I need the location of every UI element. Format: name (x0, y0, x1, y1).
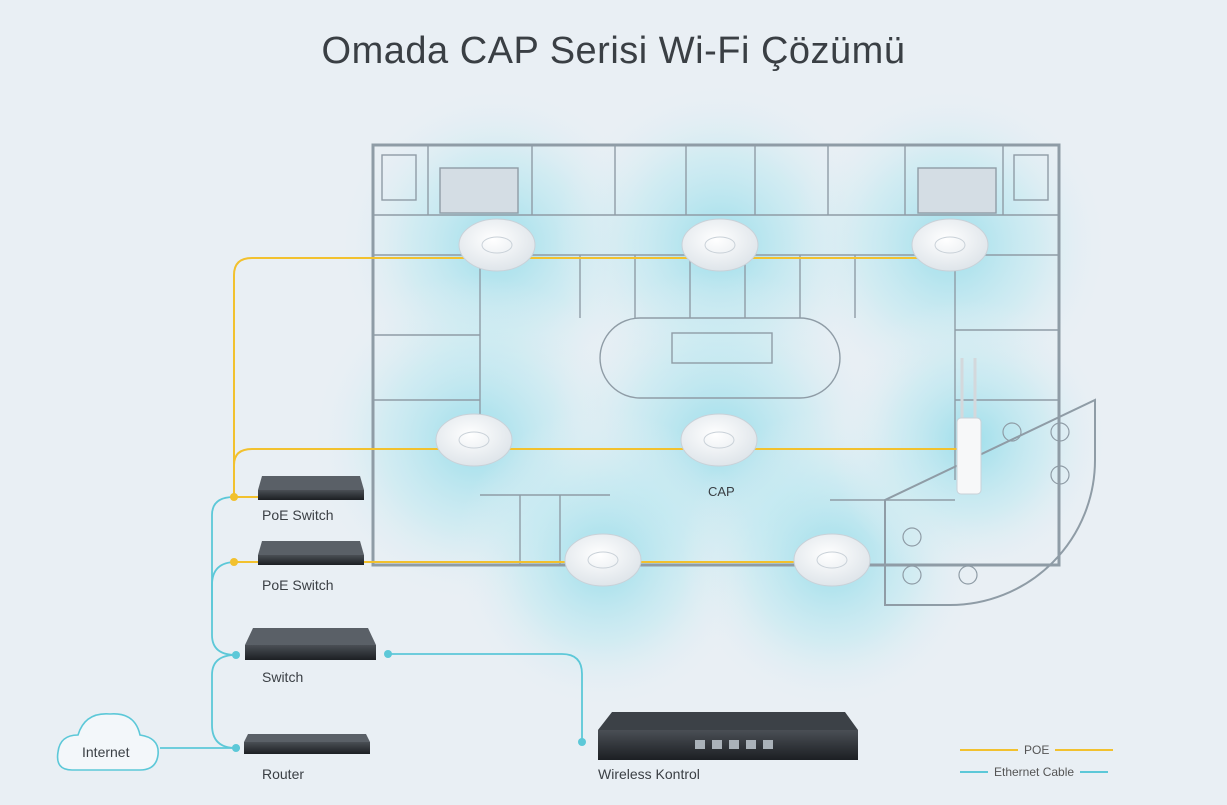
legend-ethernet: Ethernet Cable (960, 765, 1109, 779)
controller-label: Wireless Kontrol (598, 766, 700, 782)
ethernet-cable (211, 561, 237, 656)
elevator (439, 167, 519, 214)
router-icon[interactable] (244, 734, 370, 754)
switch-icon[interactable] (258, 541, 364, 565)
legend-ethernet-line (960, 771, 988, 773)
patio-area (884, 398, 1096, 606)
internet-label: Internet (82, 744, 130, 760)
switch-icon[interactable] (245, 628, 376, 660)
patio-tables (902, 422, 1070, 585)
ethernet-ports (232, 650, 586, 752)
elevator (917, 167, 997, 214)
stairs (1013, 154, 1049, 201)
port-dot (232, 651, 240, 659)
cloud-icon (56, 713, 159, 771)
access-point-icon[interactable] (681, 218, 759, 272)
legend-poe-line (1055, 749, 1114, 751)
page-title: Omada CAP Serisi Wi-Fi Çözümü (321, 30, 906, 72)
legend-poe: POE (960, 743, 1114, 757)
outer-wall (371, 143, 1061, 567)
access-point-icon[interactable] (564, 533, 642, 587)
router-label: Router (262, 766, 305, 782)
access-point-icon[interactable] (793, 533, 871, 587)
ethernet-cable (388, 653, 583, 742)
stairs (381, 154, 417, 201)
access-point-icon[interactable] (680, 413, 758, 467)
port-dot (384, 650, 392, 658)
poe-ports (230, 493, 238, 566)
port-dot (230, 558, 238, 566)
access-point-icon[interactable] (435, 413, 513, 467)
port-dot (230, 493, 238, 501)
legend-ethernet-line (1080, 771, 1109, 773)
access-point-icon[interactable] (458, 218, 536, 272)
ethernet-cable (211, 496, 235, 610)
poe-cable (233, 448, 960, 497)
legend-poe-line (960, 749, 1018, 751)
legend-ethernet-label: Ethernet Cable (994, 765, 1075, 779)
ethernet-cable (211, 654, 237, 749)
switch-label: Switch (262, 669, 304, 685)
legend-poe-label: POE (1024, 743, 1050, 757)
poe-switch-label: PoE Switch (262, 577, 334, 593)
ethernet-cables (160, 496, 583, 749)
access-point-icon[interactable] (911, 218, 989, 272)
port-dot (578, 738, 586, 746)
reception-desk (671, 332, 773, 364)
lobby-area (599, 317, 841, 399)
controller-icon[interactable] (598, 712, 858, 760)
outdoor-access-point-icon[interactable] (956, 358, 982, 495)
poe-cable (233, 257, 972, 497)
poe-switch-label: PoE Switch (262, 507, 334, 523)
port-dot (232, 744, 240, 752)
access-points (435, 218, 989, 587)
cap-label: CAP (708, 484, 735, 499)
switch-icon[interactable] (258, 476, 364, 500)
